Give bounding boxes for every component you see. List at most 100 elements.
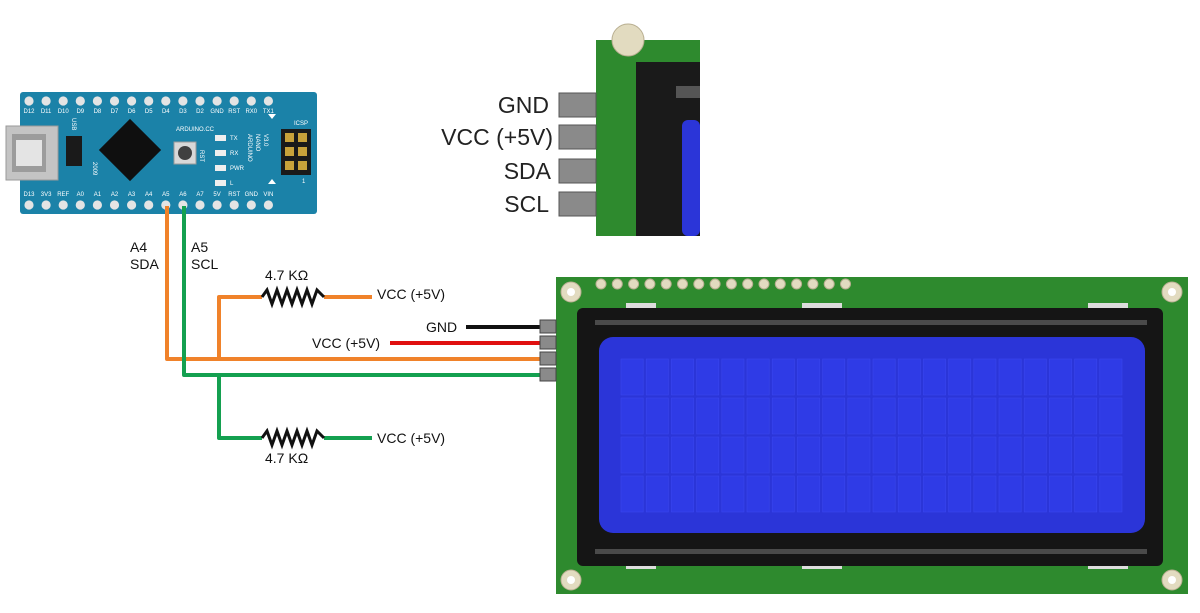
lcd-char-cell [1074,475,1098,513]
arduino-bottom-pin-label: A4 [145,192,153,198]
icsp-header [281,129,311,175]
lcd-header-pad [840,278,851,290]
lcd-char-cell [797,436,820,474]
lcd-char-cell [746,436,770,474]
arduino-top-pin [41,96,51,106]
led-label-l: L [230,181,234,187]
lcd-char-cell [1099,475,1123,513]
arduino-top-pin-label: D4 [162,109,170,115]
lcd-char-cell [822,397,846,435]
lcd-char-cell [923,358,946,396]
arduino-top-pin [212,96,222,106]
icsp-label: ICSP [294,121,308,127]
led-rx [215,150,226,156]
resistor-bottom-vcc: VCC (+5V) [377,430,445,446]
lcd-char-cell [923,436,946,474]
a4-pin-label: A4 [130,239,147,255]
lcd-char-cell [897,436,921,474]
lcd-header-pad [807,278,819,290]
arduino-bottom-pin-label: A5 [162,192,170,198]
lcd-char-cell [1099,436,1123,474]
lcd-header-pad [774,278,786,290]
arduino-bottom-pin-label: D13 [23,192,35,198]
lcd-char-cell [897,397,921,435]
lcd-module [539,277,1188,594]
arduino-bottom-pin-label: A3 [128,192,136,198]
lcd-header-pad [595,278,607,290]
arduino-bottom-pin-label: REF [57,192,69,198]
lcd-header-pad [628,278,640,290]
led-l [215,180,226,186]
zoom-label-vcc: VCC (+5V) [441,124,553,150]
lcd-char-cell [897,475,921,513]
arduino-bottom-pin-label: VIN [263,192,273,198]
lcd-header-pad [725,278,737,290]
lcd-char-cell [998,397,1022,435]
lcd-char-cell [1074,436,1098,474]
arduino-top-pin-label: RST [228,109,240,115]
zoomed-i2c-header: GND VCC (+5V) SDA SCL [441,23,700,236]
lcd-char-cell [620,397,644,435]
lcd-char-cell [696,397,720,435]
lcd-char-cell [771,475,795,513]
lcd-char-cell [620,358,644,396]
arduino-top-pin [58,96,68,106]
lcd-pin-vcc [539,335,557,350]
arduino-top-pin [195,96,205,106]
lcd-char-cell [847,436,871,474]
arduino-bottom-pin-label: A1 [94,192,102,198]
lcd-char-cell [645,397,669,435]
lcd-char-cell [1023,436,1047,474]
lcd-char-cell [872,475,896,513]
lcd-char-cell [746,397,770,435]
zoom-pin-sda [558,158,597,184]
arduino-top-pin-label: D3 [179,109,187,115]
lcd-char-cell [1023,475,1047,513]
arduino-bottom-pin [24,200,34,210]
wire-sda [165,206,541,361]
lcd-char-cell [771,397,795,435]
reset-button [173,141,197,165]
arduino-top-pin-label: D7 [111,109,119,115]
lcd-char-cell [671,358,694,396]
arduino-bottom-pin-label: A2 [111,192,119,198]
lcd-header-pad [791,278,803,290]
microcontroller-chip [98,118,162,182]
lcd-header-pad [742,278,754,290]
lcd-char-cell [721,475,745,513]
led-tx [215,135,226,141]
arduino-top-pin-label: RX0 [245,109,257,115]
lcd-gnd-label: GND [426,319,457,335]
icsp-pin1-label: 1 [302,179,306,185]
arduino-top-pin-label: D12 [23,109,35,115]
lcd-char-cell [1023,397,1047,435]
model-label-3: V3.0 [262,134,268,147]
arduino-bottom-pin [58,200,68,210]
lcd-char-cell [746,358,770,396]
lcd-char-cell [696,475,720,513]
year-label: 2009 [91,162,97,176]
lcd-char-cell [1049,358,1072,396]
lcd-char-cell [671,436,694,474]
arduino-top-pin-label: D6 [128,109,136,115]
lcd-char-cell [1074,397,1098,435]
arduino-bottom-pin-label: 3V3 [41,192,52,198]
arduino-bottom-pin-label: A6 [179,192,187,198]
wires [165,206,541,450]
zoom-label-sda: SDA [504,158,552,184]
lcd-header-pad [709,278,721,290]
lcd-char-cell [847,475,871,513]
lcd-char-cell [948,475,972,513]
lcd-char-cell [645,475,669,513]
resistor-top-value: 4.7 KΩ [265,267,308,283]
lcd-char-cell [721,358,745,396]
resistor-top-vcc: VCC (+5V) [377,286,445,302]
arduino-bottom-pin [109,200,120,210]
zoom-lcd-screen [682,120,700,236]
arduino-top-pin [178,96,188,106]
lcd-char-cell [771,436,795,474]
arduino-bottom-pin [246,200,256,210]
lcd-pin-gnd [539,319,557,334]
lcd-char-cell [847,358,871,396]
